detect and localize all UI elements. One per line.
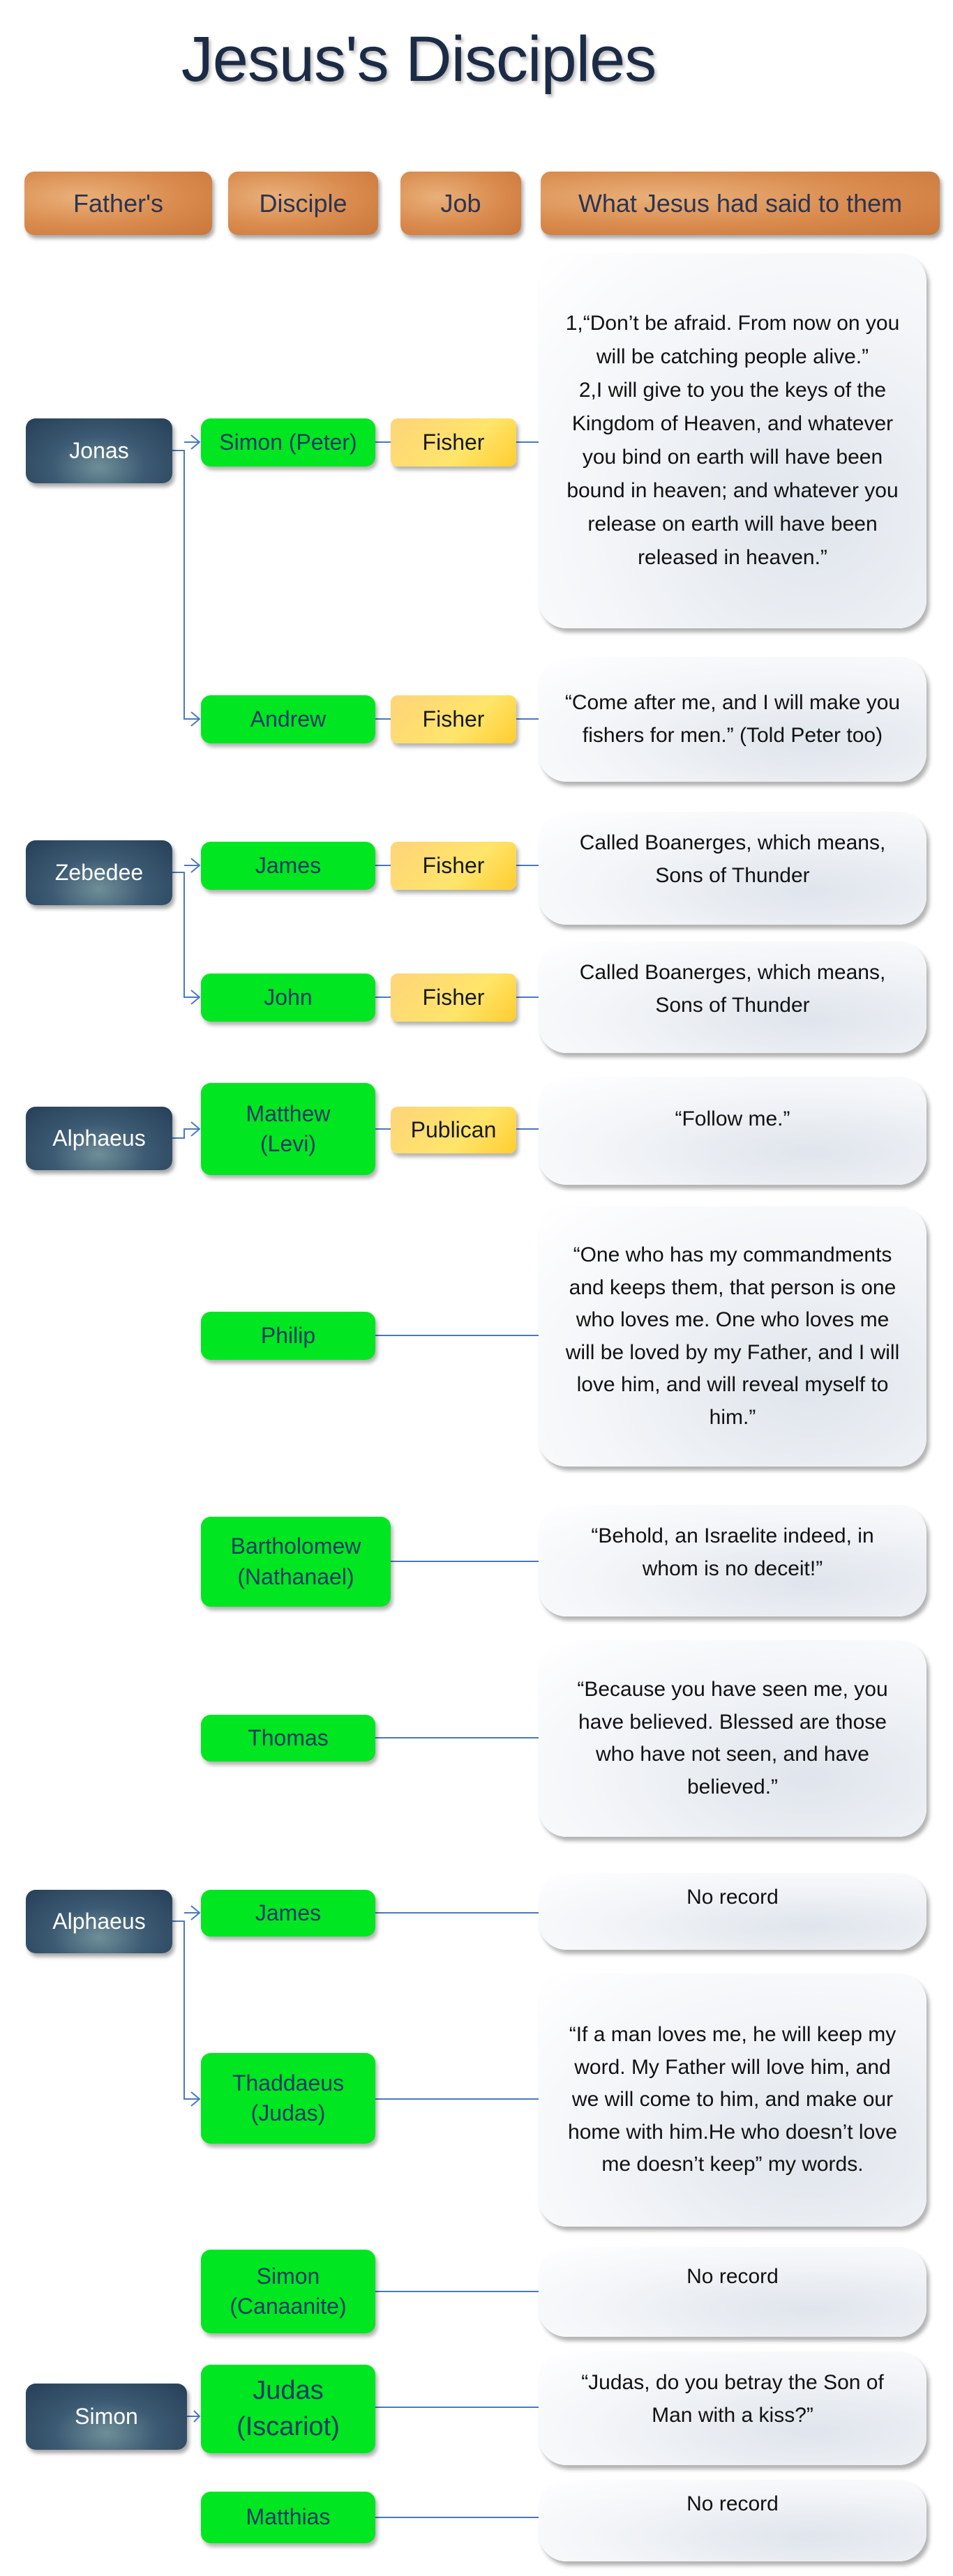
disciple-matthew: Matthew (Levi) — [201, 1083, 375, 1175]
quote-philip: “One who has my commandments and keeps t… — [539, 1206, 926, 1467]
connector-jonas — [172, 441, 200, 720]
disciple-judas-iscariot: Judas (Iscariot) — [201, 2365, 375, 2453]
disciple-simon-canaanite: Simon (Canaanite) — [201, 2250, 375, 2333]
quote-matthew: “Follow me.” — [539, 1077, 926, 1185]
disciple-thaddaeus: Thaddaeus (Judas) — [201, 2053, 375, 2144]
disciple-simon-peter: Simon (Peter) — [201, 418, 375, 467]
disciple-james-alphaeus: James — [201, 1890, 375, 1937]
father-alphaeus-2: Alphaeus — [26, 1890, 172, 1953]
disciple-james-zebedee: James — [201, 842, 375, 890]
disciple-matthias: Matthias — [201, 2492, 375, 2543]
disciple-andrew: Andrew — [201, 695, 375, 743]
job-fisher: Fisher — [391, 695, 516, 743]
father-alphaeus: Alphaeus — [26, 1107, 172, 1170]
job-fisher: Fisher — [391, 842, 516, 890]
links-to-quotes — [375, 441, 539, 2518]
father-simon: Simon — [26, 2384, 187, 2450]
quote-bartholomew: “Behold, an Israelite indeed, in whom is… — [539, 1505, 926, 1616]
header-job: Job — [400, 172, 521, 235]
connector-alphaeus — [172, 1128, 200, 1139]
job-publican: Publican — [391, 1107, 516, 1153]
quote-john: Called Boanerges, which means, Sons of T… — [539, 941, 926, 1053]
father-jonas: Jonas — [26, 418, 172, 483]
disciple-thomas: Thomas — [201, 1715, 375, 1761]
arrowheads — [190, 434, 201, 2423]
page-title: Jesus's Disciples — [181, 23, 657, 95]
connector-alphaeus2 — [172, 1912, 200, 2100]
quote-simon-canaanite: No record — [539, 2247, 926, 2337]
disciple-bartholomew: Bartholomew (Nathanael) — [201, 1517, 391, 1607]
links-disciple-job — [375, 441, 391, 1130]
quote-thaddaeus: “If a man loves me, he will keep my word… — [539, 1973, 926, 2227]
quote-judas-iscariot: “Judas, do you betray the Son of Man wit… — [539, 2351, 926, 2465]
quote-james-zebedee: Called Boanerges, which means, Sons of T… — [539, 812, 926, 925]
quote-james-alphaeus: No record — [539, 1873, 926, 1950]
disciple-philip: Philip — [201, 1312, 375, 1360]
quote-matthias: No record — [539, 2480, 926, 2561]
disciple-john: John — [201, 973, 375, 1022]
header-disciple: Disciple — [228, 172, 378, 235]
job-fisher: Fisher — [391, 418, 516, 467]
quote-andrew: “Come after me, and I will make you fish… — [539, 657, 926, 782]
job-fisher: Fisher — [391, 973, 516, 1022]
connector-zebedee — [172, 865, 200, 998]
quote-simon-peter: 1,“Don’t be afraid. From now on you will… — [539, 253, 926, 628]
quote-thomas: “Because you have seen me, you have beli… — [539, 1640, 926, 1837]
header-fathers: Father's — [24, 172, 212, 235]
header-sayings: What Jesus had said to them — [541, 172, 940, 235]
father-zebedee: Zebedee — [26, 840, 172, 905]
